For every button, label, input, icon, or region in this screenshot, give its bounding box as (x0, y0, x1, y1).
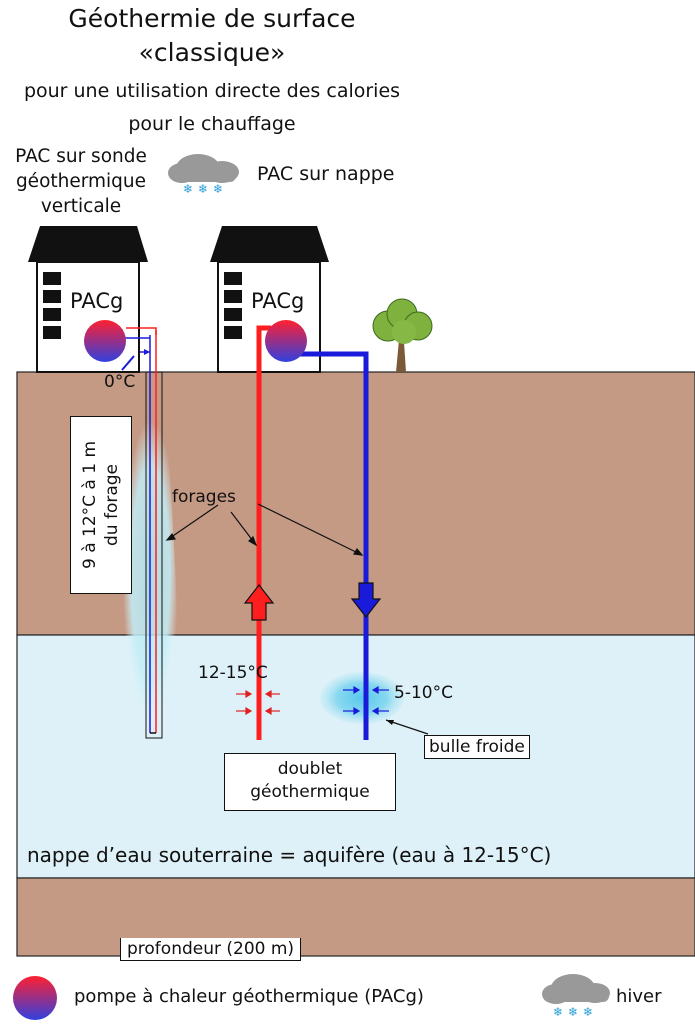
svg-text:❄: ❄ (583, 1005, 593, 1019)
doublet-line-2: géothermique (250, 782, 370, 802)
legend-winter-icon: ❄ ❄ ❄ (542, 974, 610, 1019)
temp-cold-label: 5-10°C (394, 683, 453, 703)
temp-hot-label: 12-15°C (198, 663, 268, 683)
winter-cloud-icon: ❄ ❄ ❄ (168, 154, 239, 196)
cold-bubble (320, 672, 404, 724)
depth-label: profondeur (200 m) (120, 938, 302, 961)
label-sonde-line-2: géothermique (15, 171, 147, 192)
title-line-1: Géothermie de surface (68, 4, 356, 33)
svg-text:❄: ❄ (213, 182, 223, 196)
label-nappe: PAC sur nappe (257, 163, 395, 185)
subtitle-line-2: pour le chauffage (128, 113, 296, 135)
forage-temp-text: 9 à 12°C à 1 m du forage (79, 417, 123, 593)
label-sonde-line-3: verticale (40, 196, 122, 217)
forages-pointers (165, 503, 364, 556)
heat-arrows (236, 689, 280, 716)
cold-arrows (343, 685, 389, 716)
doublet-box: doublet géothermique (224, 753, 396, 811)
label-sonde-line-1: PAC sur sonde (15, 146, 147, 167)
svg-text:❄: ❄ (553, 1005, 563, 1019)
svg-text:❄: ❄ (183, 182, 193, 196)
hot-pipe (243, 325, 275, 740)
tree-icon (372, 298, 433, 372)
cold-pipe (296, 351, 382, 740)
subtitle-line-1: pour une utilisation directe des calorie… (23, 80, 401, 102)
bulle-pointer-head (386, 720, 394, 725)
soil-lower (16, 877, 695, 957)
pacg-label-right: PACg (251, 289, 305, 313)
forages-label: forages (172, 487, 236, 507)
legend-pump-label: pompe à chaleur géothermique (PACg) (74, 986, 424, 1007)
zero-pointer (121, 355, 135, 371)
pump-left-icon (84, 320, 126, 362)
house-left (28, 226, 148, 373)
pump-right-icon (265, 320, 307, 362)
aquifer-label: nappe d’eau souterraine = aquifère (eau … (27, 843, 552, 867)
svg-text:❄: ❄ (198, 182, 208, 196)
forage-temp-line-1: 9 à 12°C à 1 m (80, 440, 100, 570)
vertical-probe (117, 327, 163, 739)
doublet-line-1: doublet (277, 759, 343, 779)
title-line-2: «classique» (138, 38, 286, 67)
legend-winter-label: hiver (616, 986, 662, 1007)
svg-text:❄: ❄ (568, 1005, 578, 1019)
temp-zero-label: 0°C (104, 372, 136, 392)
pacg-label-left: PACg (70, 289, 124, 313)
forage-temp-box: 9 à 12°C à 1 m du forage (70, 416, 132, 594)
forage-temp-line-2: du forage (102, 464, 122, 547)
bulle-froide-label: bulle froide (424, 735, 530, 759)
legend-pump-icon (13, 976, 57, 1020)
label-sonde: PAC sur sonde géothermique verticale (0, 144, 162, 219)
